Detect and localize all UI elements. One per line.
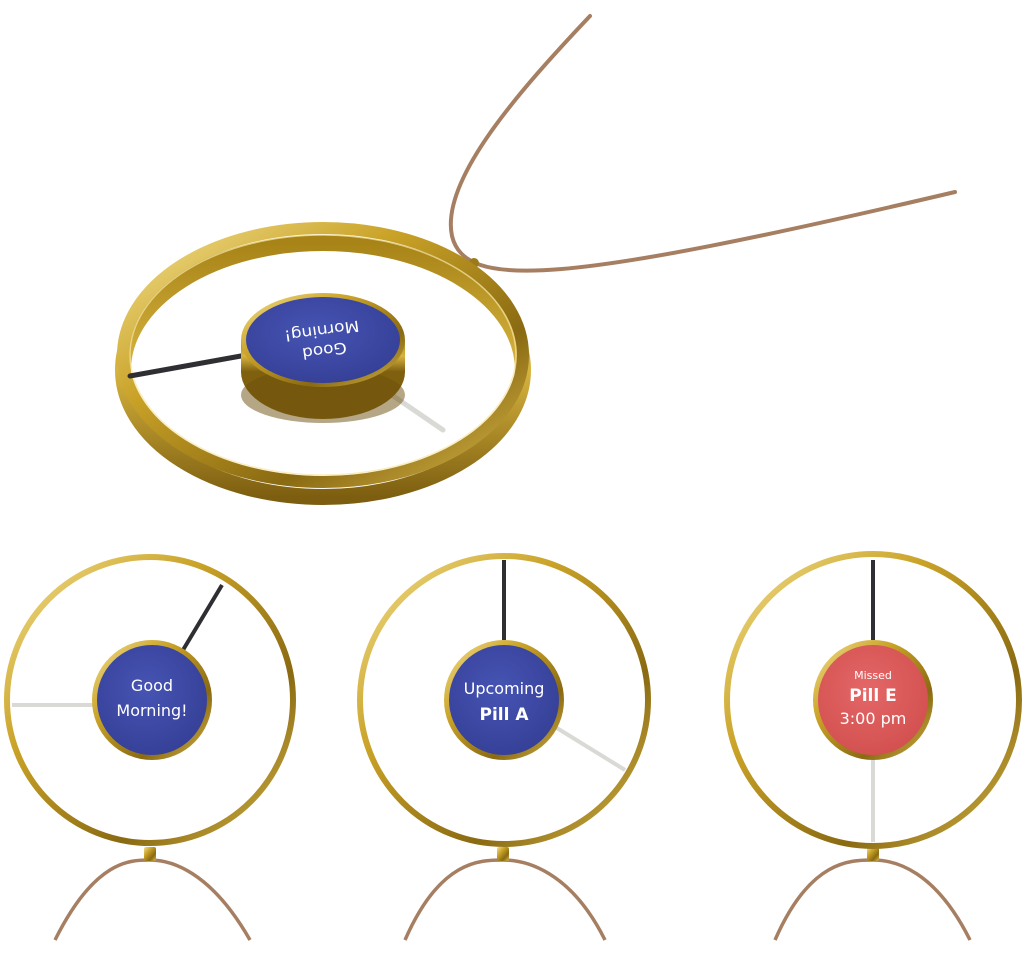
hero-hand-dark	[127, 351, 255, 379]
pendant-2-face	[449, 645, 559, 755]
hero-face	[246, 297, 400, 383]
pendant-1-line-1: Good	[131, 676, 173, 695]
pendant-1-clasp	[144, 847, 156, 861]
pendant-3-clasp	[867, 847, 879, 861]
pendant-3-line-2: Pill E	[849, 686, 896, 706]
pendant-missed-pill: Missed Pill E 3:00 pm	[724, 551, 1022, 941]
pendant-1-hand-dark	[181, 583, 224, 652]
hero-pendant: Good Morning!	[115, 14, 957, 505]
pendant-2-hand-light	[550, 723, 627, 772]
pendant-3-line-1: Missed	[854, 669, 892, 682]
pendant-good-morning: Good Morning!	[4, 554, 296, 941]
pendant-1-cord	[53, 858, 252, 941]
pendant-1-ring	[4, 554, 296, 846]
pendant-3-face	[818, 645, 928, 755]
hero-ring	[117, 222, 529, 488]
hero-cord	[448, 14, 957, 273]
pendant-2-ring	[357, 553, 651, 847]
pendant-2-cord	[403, 858, 607, 941]
pendant-3-cord	[773, 858, 972, 941]
pendant-3-line-3: 3:00 pm	[840, 709, 907, 728]
pendant-1-face	[97, 645, 207, 755]
pendant-2-line-2: Pill A	[479, 705, 529, 725]
pendant-1-line-2: Morning!	[116, 701, 187, 720]
pendant-upcoming-pill: Upcoming Pill A	[357, 553, 651, 941]
pendant-3-ring	[724, 551, 1022, 849]
pendant-2-clasp	[497, 847, 509, 861]
pendant-2-line-1: Upcoming	[464, 679, 545, 698]
